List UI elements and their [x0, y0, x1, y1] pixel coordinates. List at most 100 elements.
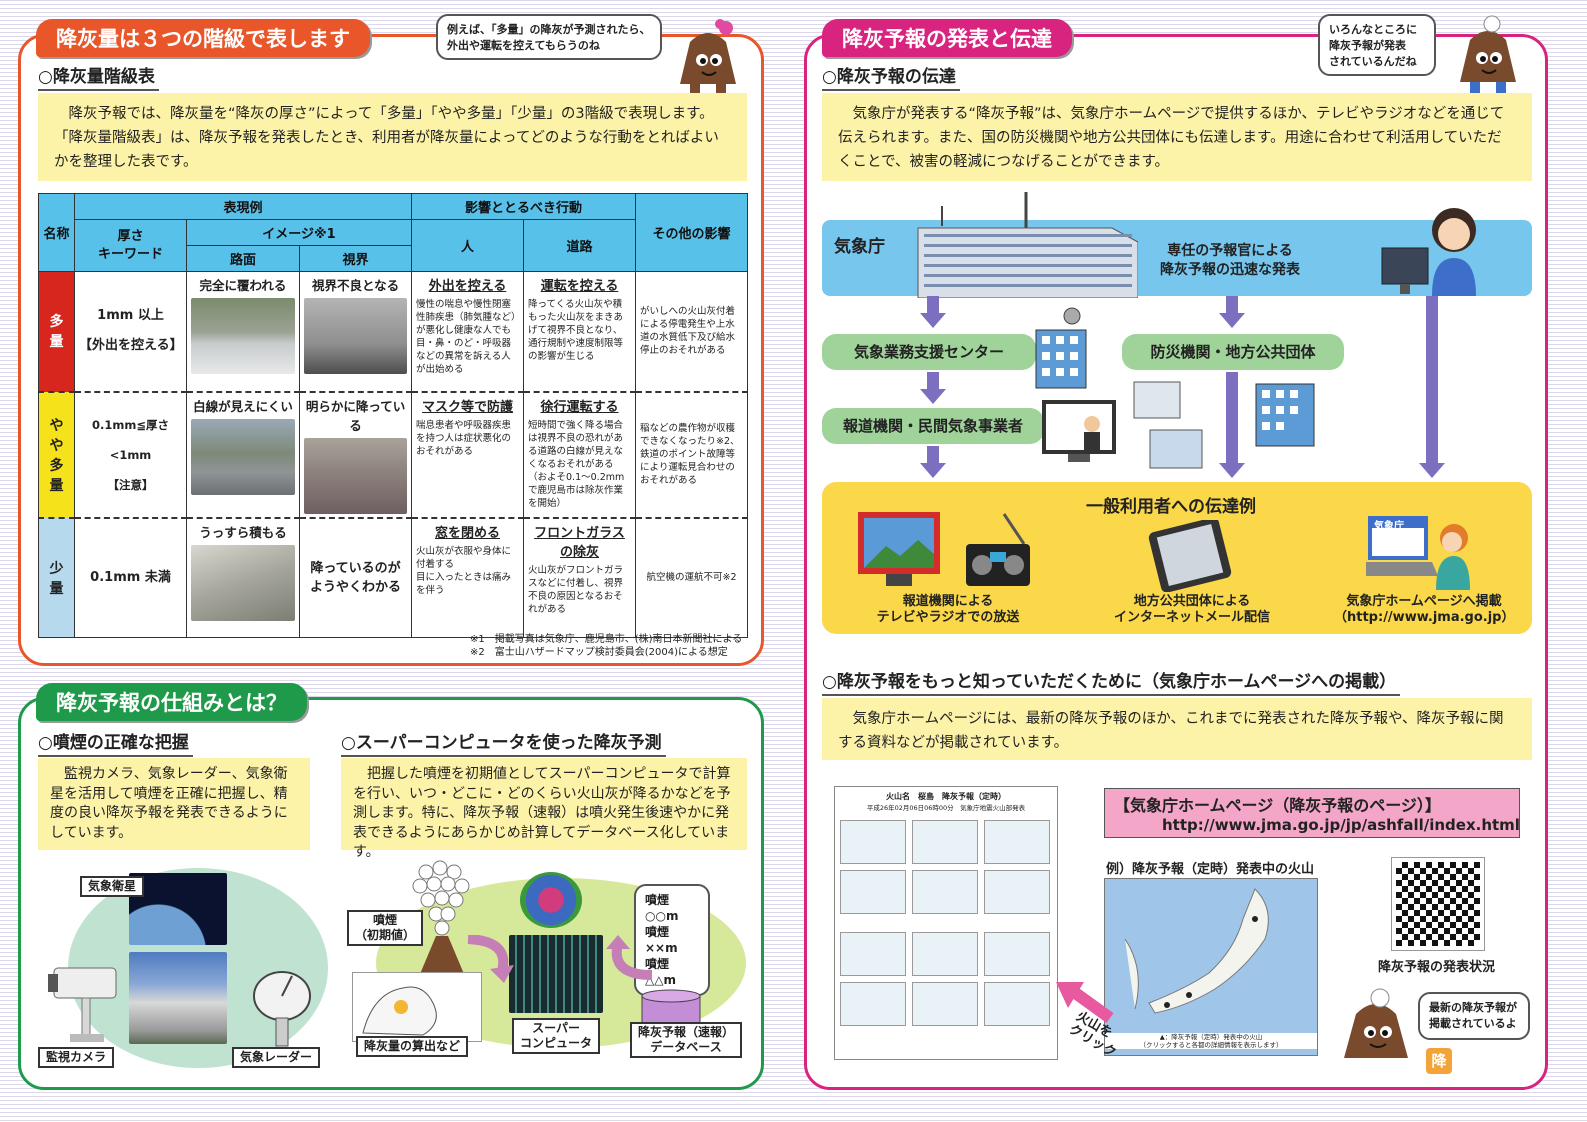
road-photo — [191, 298, 295, 374]
road-text: 短時間で強く降る場合は視界不良の恐れがある道路の白線が見えなくなるおそれがある（… — [528, 419, 625, 509]
flow-arrow-icon — [602, 935, 662, 989]
doc-map-cell — [912, 932, 978, 976]
jma-building-icon — [912, 192, 1139, 302]
dissemination-title: 降灰予報の発表と伝達 — [822, 19, 1072, 57]
road-action: フロントガラスの除灰 — [534, 525, 625, 560]
japan-volcano-map[interactable]: ▲：降灰予報（定時）発表中の火山 （クリックすると各都の詳細情報を表示します） — [1104, 878, 1318, 1056]
doc-map-cell — [840, 820, 906, 864]
flow-arrow — [920, 372, 946, 404]
forecaster-label: 専任の予報官による 降灰予報の迅速な発表 — [1160, 243, 1300, 278]
road-photo — [191, 544, 295, 621]
general-users-title: 一般利用者への伝達例 — [1086, 497, 1256, 517]
col-impact-header: 影響ととるべき行動 — [411, 193, 637, 220]
satellite-label: 気象衛星 — [80, 876, 145, 897]
radio-icon — [964, 512, 1032, 592]
doc-map-cell — [912, 820, 978, 864]
people-text: 喘息患者や呼吸器疾患を持つ人は症状悪化のおそれがある — [416, 419, 512, 457]
flow-arrow — [920, 446, 946, 478]
satellite-photo — [129, 873, 227, 945]
database-icon — [640, 988, 702, 1032]
footnote-2: ※2 富士山ハザードマップ検討委員会(2004)による想定 — [470, 647, 728, 658]
qr-caption: 降灰予報の発表状況 — [1378, 960, 1496, 975]
supercomputer-label: スーパー コンピュータ — [512, 1018, 601, 1054]
visibility-photo — [304, 298, 408, 374]
people-action: 窓を閉める — [435, 525, 501, 541]
map-caption: ▲：降灰予報（定時）発表中の火山 （クリックすると各都の詳細情報を表示します） — [1105, 1033, 1317, 1049]
people-text: 慢性の喘息や慢性閉塞性肺疾患（肺気腫など）が悪化し健康な人でも目・鼻・のど・呼吸… — [416, 299, 516, 375]
mechanism-title: 降灰予報の仕組みとは？ — [36, 683, 307, 721]
mascot-bottom-icon — [1334, 984, 1420, 1078]
col-other-header: その他の影響 — [635, 193, 749, 272]
jma-label: 気象庁 — [834, 237, 885, 257]
doc-title: 火山名 桜島 降灰予報（定時） — [886, 792, 1006, 801]
plume-label: 噴煙 （初期値） — [347, 910, 424, 946]
plume-text: 監視カメラ、気象レーダー、気象衛星を活用して噴煙を正確に把握し、精度の良い降灰予… — [38, 758, 310, 850]
col-road-header: 路面 — [186, 245, 300, 272]
more-info-text: 気象庁ホームページには、最新の降灰予報のほか、これまでに発表された降灰予報や、降… — [822, 698, 1532, 760]
road-photo — [191, 418, 295, 495]
radar-label: 気象レーダー — [232, 1047, 321, 1068]
other-text: がいしへの火山灰付着による停電発生や上水道の水質低下及び給水停止のおそれがある — [640, 306, 736, 357]
row-thickness: 1mm 以上 【外出を控える】 — [74, 271, 187, 393]
support-center-pill: 気象業務支援センター — [822, 334, 1036, 370]
calc-label: 降灰量の算出など — [356, 1036, 469, 1057]
col-expression-header: 表現例 — [73, 193, 413, 220]
visibility-photo — [304, 437, 408, 514]
doc-map-cell — [840, 932, 906, 976]
visibility-caption: 視界不良となる — [311, 278, 400, 293]
qr-code-icon[interactable] — [1391, 857, 1485, 951]
col-image-header: イメージ※1 — [185, 219, 413, 246]
camera-icon — [48, 960, 128, 1050]
forecaster-icon — [1380, 200, 1490, 300]
row-thickness: 0.1mm≦厚さ<1mm 【注意】 — [74, 391, 187, 519]
dissemination-intro: 気象庁が発表する“降灰予報”は、気象庁ホームページで提供するほか、テレビやラジオ… — [822, 93, 1532, 181]
camera-label: 監視カメラ — [38, 1047, 115, 1068]
row-thickness: 0.1mm 未満 — [74, 517, 187, 638]
mascot-bottom-bubble: 最新の降灰予報が 掲載されているよ — [1418, 992, 1530, 1040]
channel-website: 気象庁ホームページへ掲載 （http://www.jma.go.jp） — [1334, 594, 1515, 625]
volcano-photo — [129, 952, 227, 1044]
supercomputer-heading: ○スーパーコンピュータを使った降灰予測 — [341, 728, 666, 757]
row-name: 少量 — [38, 517, 75, 638]
ashfall-levels-bubble: 例えば、「多量」の降灰が予測されたら、 外出や運転を控えてもらうのね — [436, 14, 662, 60]
tv-icon — [856, 510, 942, 592]
more-info-heading: ○降灰予報をもっと知っていただくために（気象庁ホームページへの掲載） — [822, 667, 1401, 696]
plume-icon — [406, 858, 476, 980]
mascot-icon — [1448, 12, 1528, 98]
example-caption: 例）降灰予報（定時）発表中の火山 — [1106, 862, 1315, 877]
tv-studio-icon — [1040, 398, 1118, 468]
disaster-agencies-pill: 防災機関・地方公共団体 — [1122, 334, 1344, 370]
visibility-caption: 降っているのが ようやくわかる — [310, 560, 402, 595]
flow-arrow — [1219, 296, 1245, 328]
site-title: 【気象庁ホームページ（降灰予報のページ）】 — [1114, 796, 1441, 815]
dissemination-heading: ○降灰予報の伝達 — [822, 62, 960, 91]
globe-model — [520, 872, 582, 928]
doc-map-cell — [984, 820, 1050, 864]
support-center-building-icon — [1032, 304, 1088, 394]
row-name: 多量 — [38, 271, 75, 393]
col-roads-header: 道路 — [523, 219, 637, 272]
flow-arrow-icon — [458, 934, 518, 989]
footnote-1: ※1 掲載写真は気象庁、鹿児島市、(株)南日本新聞社による — [470, 634, 743, 645]
city-buildings-icon — [1130, 374, 1326, 474]
road-action: 徐行運転する — [540, 399, 619, 415]
flow-arrow — [1419, 296, 1445, 478]
dissemination-bubble: いろんなところに 降灰予報が発表 されているんだね — [1318, 14, 1436, 76]
doc-map-cell — [984, 982, 1050, 1026]
road-text: 火山灰がフロントガラスなどに付着し、視界不良の原因となるおそれがある — [528, 564, 624, 615]
map-thumbnail — [352, 972, 482, 1042]
radar-icon — [246, 968, 322, 1052]
doc-map-cell — [912, 982, 978, 1026]
row-name: やや 多量 — [38, 391, 75, 519]
ashfall-table-heading: ○降灰量階級表 — [38, 62, 159, 91]
database-label: 降灰予報（速報） データベース — [630, 1022, 743, 1058]
col-people-header: 人 — [411, 219, 525, 272]
col-name-header: 名称 — [38, 193, 75, 272]
site-url-link[interactable]: http://www.jma.go.jp/jp/ashfall/index.ht… — [1162, 816, 1520, 834]
channel-mail: 地方公共団体による インターネットメール配信 — [1113, 594, 1270, 625]
plume-heading: ○噴煙の正確な把握 — [38, 728, 193, 757]
col-thickness-header: 厚さ キーワード — [74, 219, 187, 272]
people-text: 火山灰が衣服や身体に付着する 目に入ったときは痛みを伴う — [416, 545, 512, 596]
ashfall-levels-intro: 降灰予報では、降灰量を“降灰の厚さ”によって「多量」「やや多量」「少量」の3階級… — [38, 93, 747, 181]
table-row-moderate: やや 多量 0.1mm≦厚さ<1mm 【注意】 白線が見えにくい 明らかに降って… — [38, 391, 749, 519]
